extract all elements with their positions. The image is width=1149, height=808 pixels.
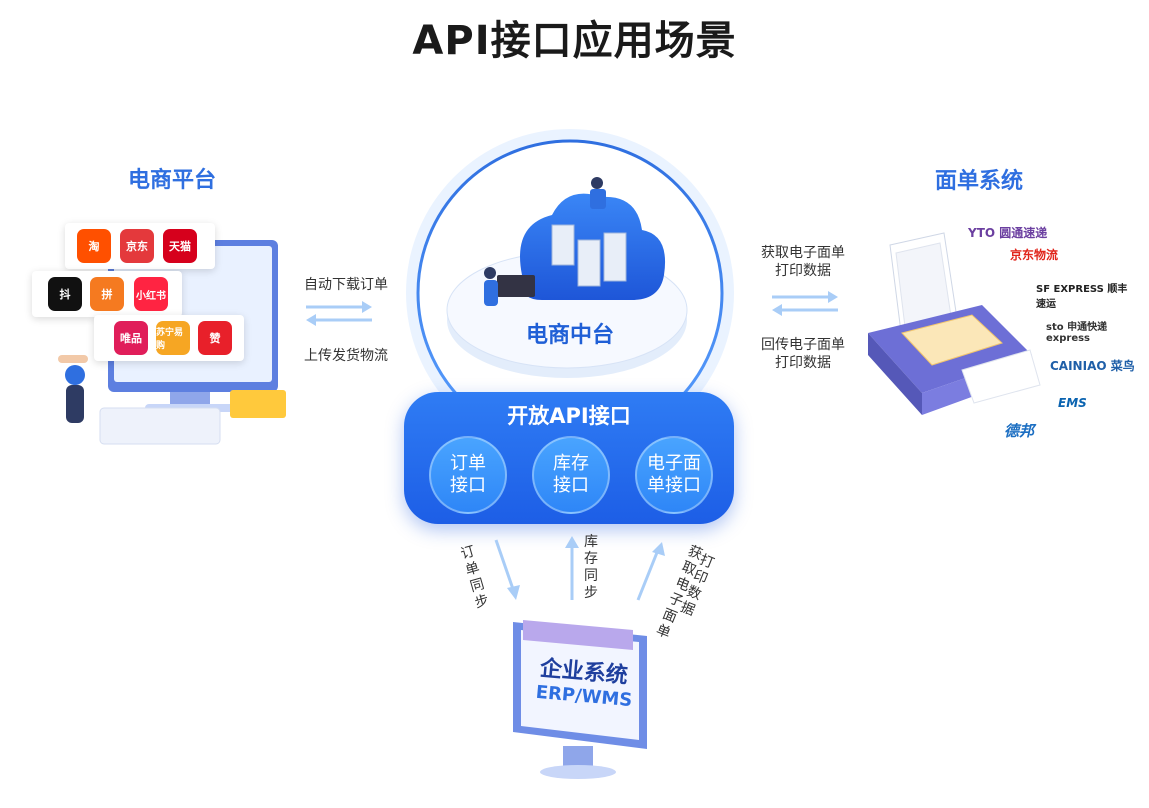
open-api-panel: 开放API接口 订单接口 库存接口 电子面单接口 xyxy=(404,392,734,524)
taobao-icon: 淘 xyxy=(77,229,111,263)
vip-icon: 唯品 xyxy=(114,321,148,355)
deppon-logo: 德邦 xyxy=(1004,422,1035,440)
open-api-title: 开放API接口 xyxy=(507,404,631,428)
yto-logo: YTO 圆通速递 xyxy=(968,226,1048,240)
monitor-icon xyxy=(513,620,647,779)
inventory-api-button[interactable]: 库存接口 xyxy=(532,436,610,514)
erp-system-illustration: 企业系统 ERP/WMS xyxy=(505,614,655,784)
bottom-arrows-icon xyxy=(494,536,665,601)
ecommerce-platform-illustration: 淘 京东 天猫 抖 拼 小红书 唯品 苏宁易购 赞 xyxy=(30,205,290,465)
bidirectional-arrow-icon xyxy=(306,301,372,326)
suning-icon: 苏宁易购 xyxy=(156,321,190,355)
pinduoduo-icon: 拼 xyxy=(90,277,124,311)
douyin-icon: 抖 xyxy=(48,277,82,311)
upload-shipping-label: 上传发货物流 xyxy=(304,348,388,364)
printer-icon xyxy=(868,232,1041,415)
sf-express-logo: SF EXPRESS 顺丰速运 xyxy=(1036,284,1128,310)
xiaohongshu-icon: 小红书 xyxy=(134,277,168,311)
waybill-system-title: 面单系统 xyxy=(935,169,1024,194)
cainiao-logo: CAINIAO 菜鸟 xyxy=(1050,359,1135,373)
page-title: API接口应用场景 xyxy=(412,18,737,64)
printer-illustration xyxy=(862,225,1042,425)
jd-logistics-logo: 京东物流 xyxy=(1010,248,1059,262)
ems-logo: EMS xyxy=(1058,396,1087,410)
tmall-icon: 天猫 xyxy=(163,229,197,263)
middle-platform-title: 电商中台 xyxy=(525,323,614,348)
ecommerce-platform-title: 电商平台 xyxy=(128,168,217,193)
inventory-sync-label: 库存同步 xyxy=(584,534,598,601)
jd-icon: 京东 xyxy=(120,229,154,263)
thumbs-up-icon: 赞 xyxy=(198,321,232,355)
bidirectional-arrow-icon xyxy=(772,291,838,316)
get-waybill-label: 获取电子面单打印数据 xyxy=(761,245,845,279)
waybill-api-button[interactable]: 电子面单接口 xyxy=(635,436,713,514)
sto-express-logo: sto 申通快递 express xyxy=(1046,322,1108,344)
order-api-button[interactable]: 订单接口 xyxy=(429,436,507,514)
return-waybill-label: 回传电子面单打印数据 xyxy=(761,337,845,371)
auto-download-orders-label: 自动下载订单 xyxy=(304,277,388,293)
